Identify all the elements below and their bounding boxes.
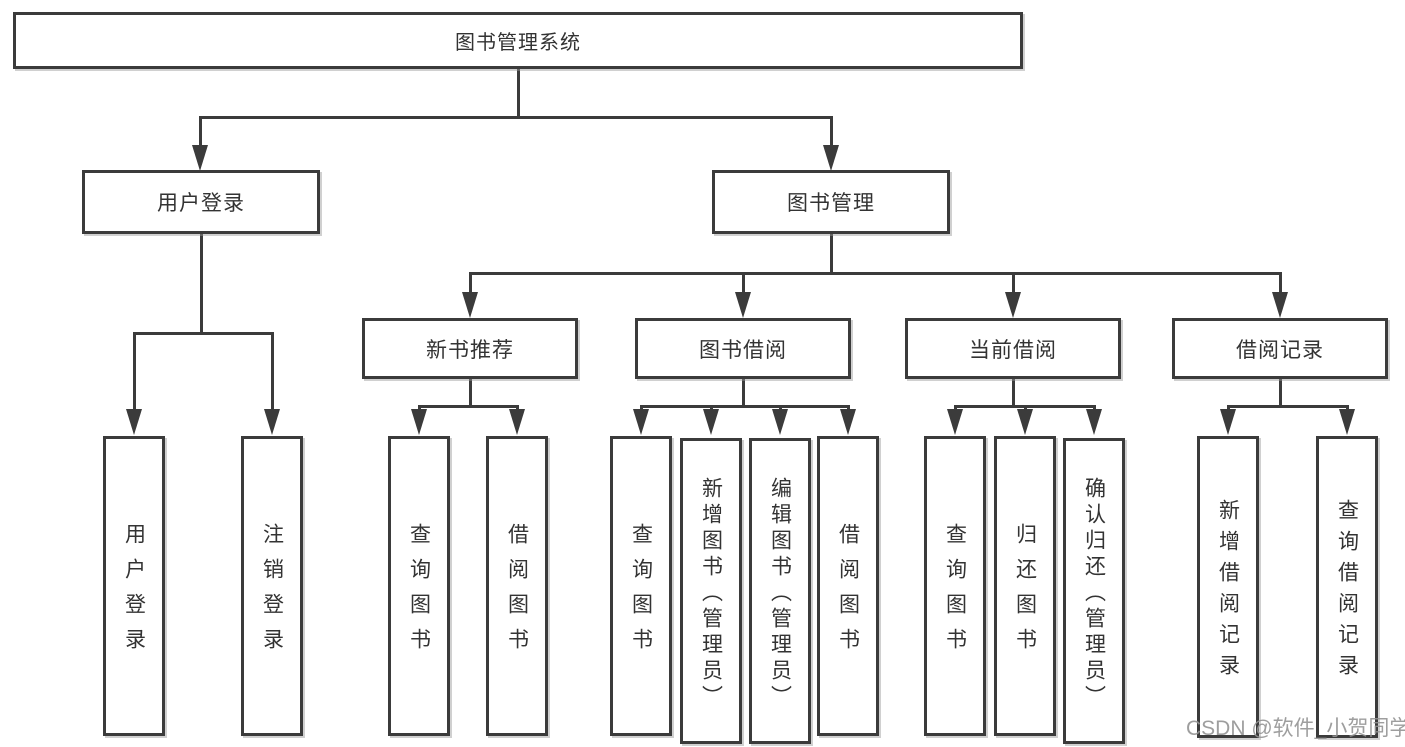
node-label: 查询图书 [407, 523, 431, 663]
arrow-down-icon [411, 409, 427, 435]
node-book-management: 图书管理 [712, 170, 950, 234]
connector-line [469, 272, 1282, 275]
arrow-down-icon [1017, 409, 1033, 435]
node-label: 新增借阅记录 [1216, 499, 1240, 685]
arrow-down-icon [1086, 409, 1102, 435]
connector-line [1012, 272, 1015, 296]
node-label: 用户登录 [122, 523, 146, 663]
leaf-user-login: 用户登录 [103, 436, 165, 736]
arrow-down-icon [192, 145, 208, 171]
node-label: 查询图书 [629, 523, 653, 663]
node-label: 图书借阅 [699, 338, 787, 362]
connector-line [469, 272, 472, 296]
leaf-query-books-borrowing: 查询图书 [610, 436, 672, 736]
connector-line [418, 405, 519, 408]
connector-line [133, 332, 136, 412]
connector-line [1279, 272, 1282, 296]
leaf-borrow-books-recommend: 借阅图书 [486, 436, 548, 736]
node-borrow-records: 借阅记录 [1172, 318, 1388, 379]
node-label: 查询借阅记录 [1335, 499, 1359, 685]
connector-line [830, 233, 833, 275]
arrow-down-icon [823, 145, 839, 171]
leaf-edit-book-admin: 编辑图书（管理员） [749, 438, 811, 744]
connector-line [469, 378, 472, 408]
arrow-down-icon [772, 409, 788, 435]
arrow-down-icon [735, 292, 751, 318]
connector-line [271, 332, 274, 412]
node-label: 新增图书（管理员） [699, 476, 723, 711]
leaf-confirm-return-admin: 确认归还（管理员） [1063, 438, 1125, 744]
connector-line [742, 272, 745, 296]
connector-line [830, 116, 833, 150]
arrow-down-icon [462, 292, 478, 318]
watermark: CSDN @软件_小贺同学 [1186, 717, 1405, 740]
arrow-down-icon [126, 409, 142, 435]
node-library-management-system: 图书管理系统 [13, 12, 1023, 69]
connector-line [742, 378, 745, 408]
connector-line [517, 68, 520, 119]
connector-line [1012, 378, 1015, 408]
node-label: 图书管理系统 [455, 32, 581, 54]
connector-line [200, 233, 203, 335]
node-label: 查询图书 [943, 523, 967, 663]
node-label: 当前借阅 [969, 338, 1057, 362]
leaf-return-book: 归还图书 [994, 436, 1056, 736]
connector-line [199, 116, 832, 119]
arrow-down-icon [1220, 409, 1236, 435]
leaf-query-borrow-record: 查询借阅记录 [1316, 436, 1378, 738]
arrow-down-icon [1339, 409, 1355, 435]
node-current-borrowing: 当前借阅 [905, 318, 1121, 379]
node-label: 新书推荐 [426, 338, 514, 362]
node-new-book-recommend: 新书推荐 [362, 318, 578, 379]
node-label: 编辑图书（管理员） [768, 476, 792, 711]
node-user-login: 用户登录 [82, 170, 320, 234]
arrow-down-icon [1272, 292, 1288, 318]
node-label: 图书管理 [787, 192, 875, 215]
arrow-down-icon [840, 409, 856, 435]
node-label: 借阅记录 [1236, 338, 1324, 362]
connector-line [199, 116, 202, 150]
leaf-query-books-recommend: 查询图书 [388, 436, 450, 736]
node-label: 注销登录 [260, 523, 284, 663]
node-label: 确认归还（管理员） [1082, 476, 1106, 711]
arrow-down-icon [947, 409, 963, 435]
arrow-down-icon [264, 409, 280, 435]
arrow-down-icon [633, 409, 649, 435]
connector-line [640, 405, 850, 408]
leaf-add-book-admin: 新增图书（管理员） [680, 438, 742, 744]
arrow-down-icon [509, 409, 525, 435]
arrow-down-icon [1005, 292, 1021, 318]
connector-line [1227, 405, 1349, 408]
node-label: 借阅图书 [836, 523, 860, 663]
node-label: 用户登录 [157, 192, 245, 215]
connector-line [133, 332, 274, 335]
leaf-query-books-current: 查询图书 [924, 436, 986, 736]
leaf-logout: 注销登录 [241, 436, 303, 736]
node-label: 借阅图书 [505, 523, 529, 663]
connector-line [1279, 378, 1282, 408]
node-book-borrowing: 图书借阅 [635, 318, 851, 379]
leaf-add-borrow-record: 新增借阅记录 [1197, 436, 1259, 738]
leaf-borrow-books-borrowing: 借阅图书 [817, 436, 879, 736]
node-label: 归还图书 [1013, 523, 1037, 663]
arrow-down-icon [703, 409, 719, 435]
